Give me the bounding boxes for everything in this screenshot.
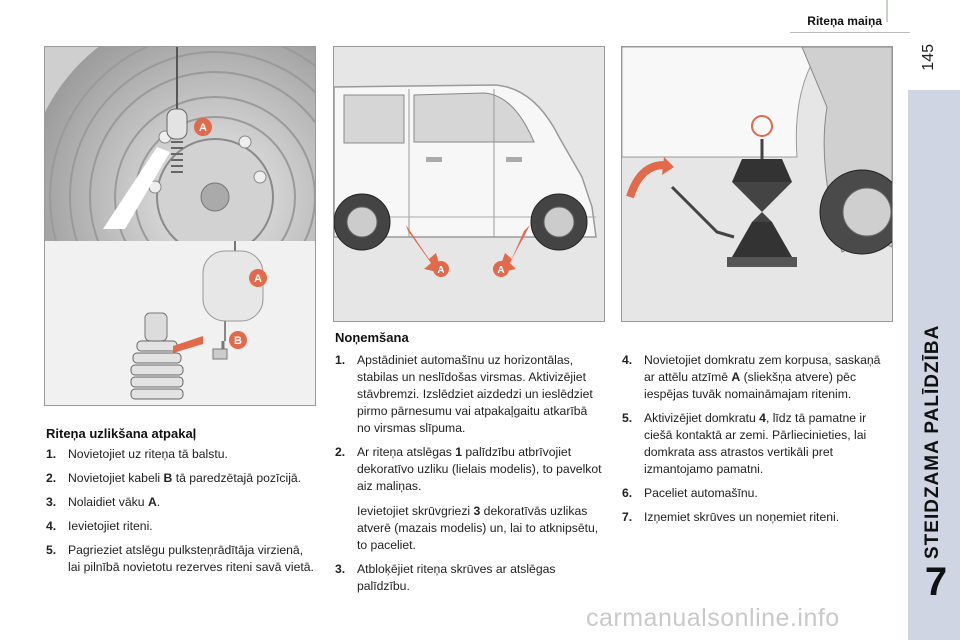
step-number: 4. [622, 353, 633, 367]
callout-a3-circle [433, 261, 449, 277]
step-text-part: Ievietojiet skrūvgriezi [357, 504, 474, 518]
step-text-bold: 3 [473, 504, 481, 518]
list-item: 4. Ievietojiet riteni. [46, 518, 316, 535]
list-item: 2. Ar riteņa atslēgas 1 palīdzību atbrīv… [335, 444, 603, 554]
step-text-part: Aktivizējiet domkratu [644, 411, 760, 425]
step-text-part: Novietojiet domkratu zem korpusa, saskaņ… [644, 353, 881, 384]
step-text: Paceliet automašīnu. [644, 486, 758, 500]
step-text-bold: 4 [759, 411, 766, 425]
step-number: 5. [46, 543, 57, 557]
left-steps-list: 1. Novietojiet uz riteņa tā balstu. 2. N… [46, 446, 316, 583]
page-header-title: Riteņa maiņa [807, 14, 882, 28]
step-text: Aktivizējiet domkratu 4, līdz tā pamatne… [644, 410, 892, 478]
list-item: 4. Novietojiet domkratu zem korpusa, sas… [622, 352, 892, 403]
chapter-number: 7 [924, 560, 948, 604]
step-text: Ar riteņa atslēgas 1 palīdzību atbrīvoji… [357, 444, 603, 495]
list-item: 1. Novietojiet uz riteņa tā balstu. [46, 446, 316, 463]
header-divider [790, 32, 910, 33]
list-item: 3. Atbloķējiet riteņa skrūves ar atslēga… [335, 561, 603, 595]
middle-steps-list: 1. Apstādiniet automašīnu uz horizontāla… [335, 352, 603, 602]
callout-a4-circle [493, 261, 509, 277]
step-number: 1. [335, 353, 346, 367]
step-text: Pagrieziet atslēgu pulksteņrādītāja virz… [68, 543, 314, 574]
callout-a-circle [194, 118, 212, 136]
step-text-part: . [156, 495, 161, 509]
step-text-bold: A [731, 370, 741, 384]
chapter-title: STEIDZAMA PALĪDZĪBA [922, 324, 943, 560]
list-item: 7. Izņemiet skrūves un noņemiet riteni. [622, 509, 892, 526]
step-number: 2. [46, 471, 57, 485]
step-number: 5. [622, 411, 633, 425]
van-side-figure: A A [333, 46, 605, 322]
middle-section-title: Noņemšana [335, 330, 409, 345]
step-number: 1. [46, 447, 57, 461]
step-text: Atbloķējiet riteņa skrūves ar atslēgas p… [357, 562, 556, 593]
left-section-title: Riteņa uzlikšana atpakaļ [46, 426, 197, 441]
step-number: 2. [335, 445, 346, 459]
watermark-text: carmanualsonline.info [586, 604, 840, 632]
header-accent-bar [886, 0, 888, 22]
step-text-part: (sliekšņa atvere) pēc iespējas tuvāk nom… [644, 370, 857, 401]
list-item: 1. Apstādiniet automašīnu uz horizontāla… [335, 352, 603, 437]
step-text: Apstādiniet automašīnu uz horizontālas, … [357, 353, 593, 435]
callout-a4-label: A [497, 265, 504, 276]
list-item: 2. Novietojiet kabeli B tā paredzētajā p… [46, 470, 316, 487]
callout-a3-label: A [437, 265, 444, 276]
step-text: Novietojiet domkratu zem korpusa, saskaņ… [644, 352, 892, 403]
callout-b-label: B [234, 335, 242, 347]
step-number: 4. [46, 519, 57, 533]
step-text-part: Novietojiet kabeli [68, 471, 164, 485]
step-text-part: tā paredzētajā pozīcijā. [172, 471, 302, 485]
step-text-part: Nolaidiet vāku [68, 495, 148, 509]
step-text-part: , līdz tā pamatne ir ciešā kontaktā ar z… [644, 411, 867, 476]
step-number: 6. [622, 486, 633, 500]
winch-cable-figure: A B [44, 241, 316, 406]
page-number: 145 [920, 44, 937, 71]
callout-a-label: A [199, 122, 207, 134]
step-text-bold: 1 [455, 445, 463, 459]
step-number: 7. [622, 510, 633, 524]
callout-a2-circle [249, 269, 267, 287]
callout-a2-label: A [254, 273, 262, 285]
step-number: 3. [46, 495, 57, 509]
step-text-part: palīdzību atbrīvojiet dekoratīvo uzliku … [357, 445, 602, 493]
jack-figure [621, 46, 893, 322]
step-number: 3. [335, 562, 346, 576]
list-item: 5. Pagrieziet atslēgu pulksteņrādītāja v… [46, 542, 316, 576]
spare-wheel-figure: A [44, 46, 316, 243]
list-item: 6. Paceliet automašīnu. [622, 485, 892, 502]
step-text: Novietojiet kabeli B tā paredzētajā pozī… [68, 470, 316, 487]
chapter-sidebar [908, 90, 960, 640]
list-item: 3. Nolaidiet vāku A. [46, 494, 316, 511]
callout-b-circle [229, 331, 247, 349]
step-text-bold: B [163, 471, 173, 485]
step-text-bold: A [147, 495, 157, 509]
right-steps-list: 4. Novietojiet domkratu zem korpusa, sas… [622, 352, 892, 533]
step-text: Ievietojiet riteni. [68, 519, 153, 533]
step-subtext: Ievietojiet skrūvgriezi 3 dekoratīvās uz… [357, 503, 603, 554]
step-text: Izņemiet skrūves un noņemiet riteni. [644, 510, 840, 524]
step-text: Novietojiet uz riteņa tā balstu. [68, 447, 228, 461]
list-item: 5. Aktivizējiet domkratu 4, līdz tā pama… [622, 410, 892, 478]
step-text-part: Ar riteņa atslēgas [357, 445, 456, 459]
step-text-part: dekoratīvās uzlikas atverē (mazais model… [357, 504, 599, 552]
step-text: Nolaidiet vāku A. [68, 494, 316, 511]
